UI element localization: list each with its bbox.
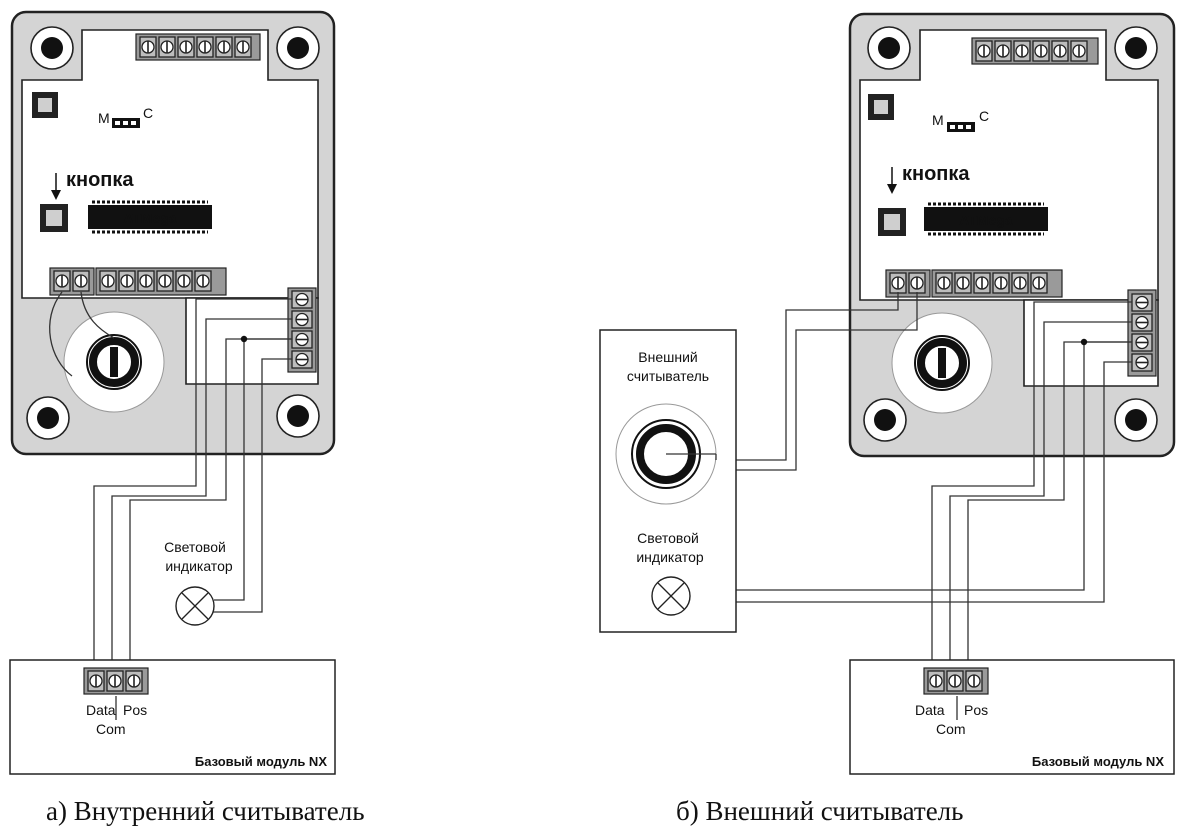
jumper-label-m: M xyxy=(932,112,944,128)
output-terminal-block xyxy=(1127,289,1157,377)
bottom-terminal-block xyxy=(931,269,1063,298)
chip-icon xyxy=(88,200,212,234)
terminal-label-pos: Pos xyxy=(964,702,988,718)
jumper-label-c: C xyxy=(979,108,989,124)
internal-reader-icon xyxy=(914,335,970,391)
caption-a: а) Внутренний считыватель xyxy=(46,796,365,826)
mounting-hole-icon xyxy=(26,396,70,440)
output-terminal-block xyxy=(287,287,317,373)
reader-terminal-block xyxy=(885,269,931,298)
jumper-label-c: C xyxy=(143,105,153,121)
lamp-label-line2: индикатор xyxy=(165,558,232,574)
mounting-hole-icon xyxy=(863,398,907,442)
jumper-label-m: M xyxy=(98,110,110,126)
mounting-hole-icon xyxy=(276,394,320,438)
top-terminal-block xyxy=(971,37,1099,65)
chip-label: ATMega xyxy=(123,210,177,226)
internal-reader-icon xyxy=(86,334,142,390)
terminal-label-pos: Pos xyxy=(123,702,147,718)
chip-label: ATMega xyxy=(959,212,1013,228)
lamp-label-line1: Световой xyxy=(637,530,699,546)
reader-terminal-block xyxy=(49,267,95,296)
terminal-label-com: Com xyxy=(936,721,966,737)
base-module xyxy=(9,659,336,775)
indicator-lamp-icon xyxy=(651,576,691,616)
caption-b: б) Внешний считыватель xyxy=(676,796,963,826)
lamp-label-line1: Световой xyxy=(164,539,226,555)
terminal-label-data: Data xyxy=(915,702,945,718)
terminal-label-com: Com xyxy=(96,721,126,737)
indicator-lamp-icon xyxy=(175,586,215,626)
diagram-b: M C кнопка ATMega xyxy=(599,12,1176,826)
chip-icon xyxy=(924,202,1048,236)
lamp-label-line2: индикатор xyxy=(636,549,703,565)
module-terminal-block xyxy=(923,667,989,695)
mounting-hole-icon xyxy=(276,26,320,70)
reader-label-line1: Внешний xyxy=(638,349,697,365)
mounting-hole-icon xyxy=(1114,398,1158,442)
top-terminal-block xyxy=(135,33,261,61)
arrow-down-icon xyxy=(51,190,61,200)
module-label: Базовый модуль NX xyxy=(195,754,327,769)
bottom-terminal-block xyxy=(95,267,227,296)
mounting-hole-icon xyxy=(867,26,911,70)
button-label: кнопка xyxy=(902,163,970,185)
module-label: Базовый модуль NX xyxy=(1032,754,1164,769)
mounting-hole-icon xyxy=(30,26,74,70)
mounting-hole-icon xyxy=(1114,26,1158,70)
reader-label-line2: считыватель xyxy=(627,368,709,384)
diagram-a: M C кнопка ATMega xyxy=(9,10,365,826)
arrow-down-icon xyxy=(887,184,897,194)
module-terminal-block xyxy=(83,667,149,695)
base-module xyxy=(849,659,1175,775)
terminal-label-data: Data xyxy=(86,702,116,718)
button-label: кнопка xyxy=(66,169,134,191)
